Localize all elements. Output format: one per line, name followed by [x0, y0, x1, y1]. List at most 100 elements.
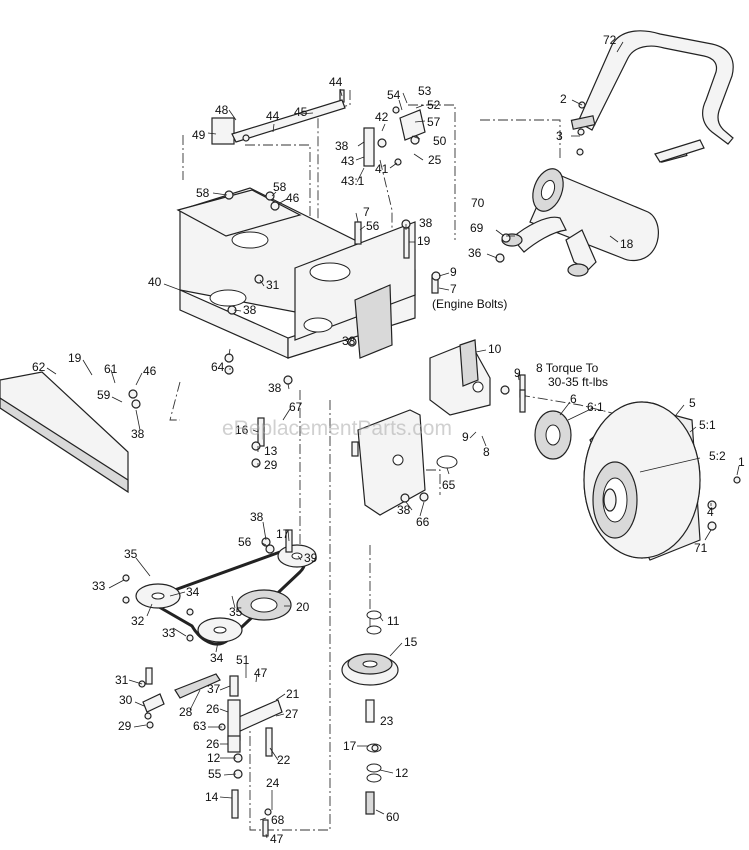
callout-44: 44: [329, 75, 343, 89]
callout-38g: 38: [397, 503, 411, 517]
callout-29b: 29: [118, 719, 132, 733]
callout-13: 13: [264, 444, 278, 458]
callout-60: 47: [270, 832, 284, 846]
callout-24: 14: [205, 790, 219, 804]
callout-42: 42: [375, 110, 389, 124]
callout-16: 16: [235, 423, 249, 437]
callout-38f: 38: [268, 381, 282, 395]
callout-4: 4: [707, 505, 714, 519]
callout-38a: 38: [335, 139, 349, 153]
callout-17b: 23: [380, 714, 394, 728]
callout-7b: 7: [450, 282, 457, 296]
idler-arm-assembly: [142, 667, 283, 837]
watermark: eReplacementParts.com: [222, 417, 452, 440]
callout-47b: 68: [271, 813, 285, 827]
callout-18: 18: [620, 237, 634, 251]
callout-43: 43: [341, 154, 355, 168]
callout-52: 52: [427, 98, 441, 112]
callout-31a: 31: [266, 278, 280, 292]
callout-71: 71: [694, 541, 708, 555]
callout-40: 40: [148, 275, 162, 289]
callout-49: 49: [192, 128, 206, 142]
callout-26a: 26: [206, 702, 220, 716]
guard-62: [0, 371, 129, 494]
callout-62: 62: [32, 360, 46, 374]
callout-17a: 17: [276, 527, 290, 541]
callout-48: 48: [215, 103, 229, 117]
callout-33a: 33: [92, 579, 106, 593]
callout-66: 66: [416, 515, 430, 529]
callout-63: 63: [193, 719, 207, 733]
callout-19b: 19: [68, 351, 82, 365]
callout-38e: 38: [131, 427, 145, 441]
callout-26b: 26: [206, 737, 220, 751]
callout-53: 53: [418, 84, 432, 98]
engine-bolts-note: (Engine Bolts): [432, 297, 508, 311]
callout-69: 69: [470, 221, 484, 235]
callout-35a: 35: [124, 547, 138, 561]
callout-38d: 38: [342, 334, 356, 348]
callout-30: 30: [119, 693, 133, 707]
handle-bar-72: [570, 30, 734, 163]
wheel-5: [583, 401, 701, 561]
lower-plate: [357, 409, 426, 516]
callout-56b: 56: [238, 535, 252, 549]
callout-55: 60: [386, 810, 400, 824]
callout-27: 27: [285, 707, 299, 721]
callout-1: 1: [738, 455, 745, 469]
callout-3: 3: [556, 129, 563, 143]
callout-65: 65: [442, 478, 456, 492]
callout-58b: 58: [273, 180, 287, 194]
callout-5-1: 5:1: [699, 418, 716, 432]
callout-61: 61: [104, 362, 118, 376]
callout-46b: 46: [143, 364, 157, 378]
callout-68: 24: [266, 776, 280, 790]
pulley-15: [341, 610, 399, 815]
callout-38c: 38: [243, 303, 257, 317]
callout-9c: 9: [462, 430, 469, 444]
callout-58a: 58: [196, 186, 210, 200]
callout-41: 41: [375, 162, 389, 176]
callout-50: 50: [433, 134, 447, 148]
callout-5-2: 5:2: [709, 449, 726, 463]
callout-7a: 7: [363, 205, 370, 219]
callout-38h: 38: [250, 510, 264, 524]
callout-28: 28: [179, 705, 193, 719]
callout-34a: 34: [186, 585, 200, 599]
callout-46a: 46: [286, 191, 300, 205]
callout-67: 67: [289, 400, 303, 414]
callout-6-1: 6:1: [587, 400, 604, 414]
callout-23: 55: [208, 767, 222, 781]
callout-72: 72: [603, 33, 617, 47]
callout-31b: 31: [115, 673, 129, 687]
callout-35b: 35: [229, 605, 243, 619]
alignment-lines: [169, 90, 641, 831]
leader-lines: [46, 41, 740, 839]
belt-and-pulleys: [135, 544, 317, 646]
callout-22: 22: [277, 753, 291, 767]
o-ring-65: [436, 455, 458, 469]
callout-54: 54: [387, 88, 401, 102]
callout-59: 59: [97, 388, 111, 402]
callout-47a: 47: [254, 666, 268, 680]
callout-33b: 33: [162, 626, 176, 640]
callout-64: 64: [211, 360, 225, 374]
callout-11: 11: [387, 614, 400, 628]
hub-6: [534, 410, 572, 460]
callout-37: 37: [207, 682, 221, 696]
callout-57: 57: [427, 115, 441, 129]
callout-9b: 9: [514, 366, 521, 380]
callout-5: 5: [689, 396, 696, 410]
callout-43-1: 43:1: [341, 174, 365, 188]
callout-10: 10: [488, 342, 502, 356]
callout-29a: 29: [264, 458, 278, 472]
torque-note-line2: 30-35 ft-lbs: [548, 375, 609, 389]
callout-12b: 17: [343, 739, 357, 753]
callout-32: 32: [131, 614, 145, 628]
callout-12a: 12: [207, 751, 221, 765]
muffler-18: [501, 168, 659, 277]
callout-38b: 38: [419, 216, 433, 230]
callout-2: 2: [560, 92, 567, 106]
callout-6: 6: [570, 392, 577, 406]
